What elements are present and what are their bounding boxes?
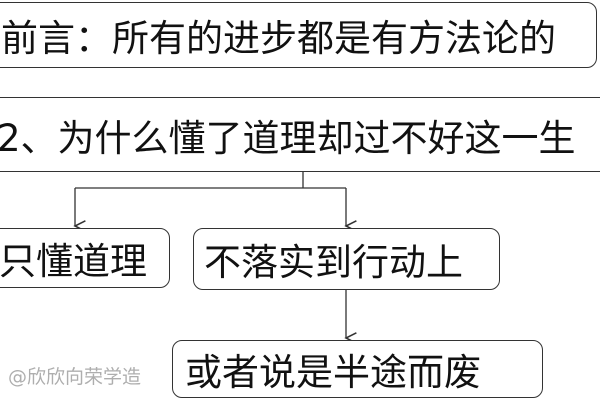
only-understand-text: 只懂道理 [0, 240, 147, 283]
give-up-text: 或者说是半途而废 [185, 351, 481, 394]
only-understand-node: 只懂道理 [0, 228, 170, 288]
question-text: 2、为什么懂了道理却过不好这一生 [0, 116, 576, 160]
question-node: 2、为什么懂了道理却过不好这一生 [0, 97, 600, 172]
no-action-node: 不落实到行动上 [193, 228, 500, 290]
no-action-text: 不落实到行动上 [204, 241, 463, 284]
give-up-node: 或者说是半途而废 [172, 340, 543, 398]
watermark: @欣欣向荣学造 [8, 366, 142, 388]
preface-text: 前言：所有的进步都是有方法论的 [1, 17, 556, 60]
preface-node: 前言：所有的进步都是有方法论的 [0, 2, 597, 68]
